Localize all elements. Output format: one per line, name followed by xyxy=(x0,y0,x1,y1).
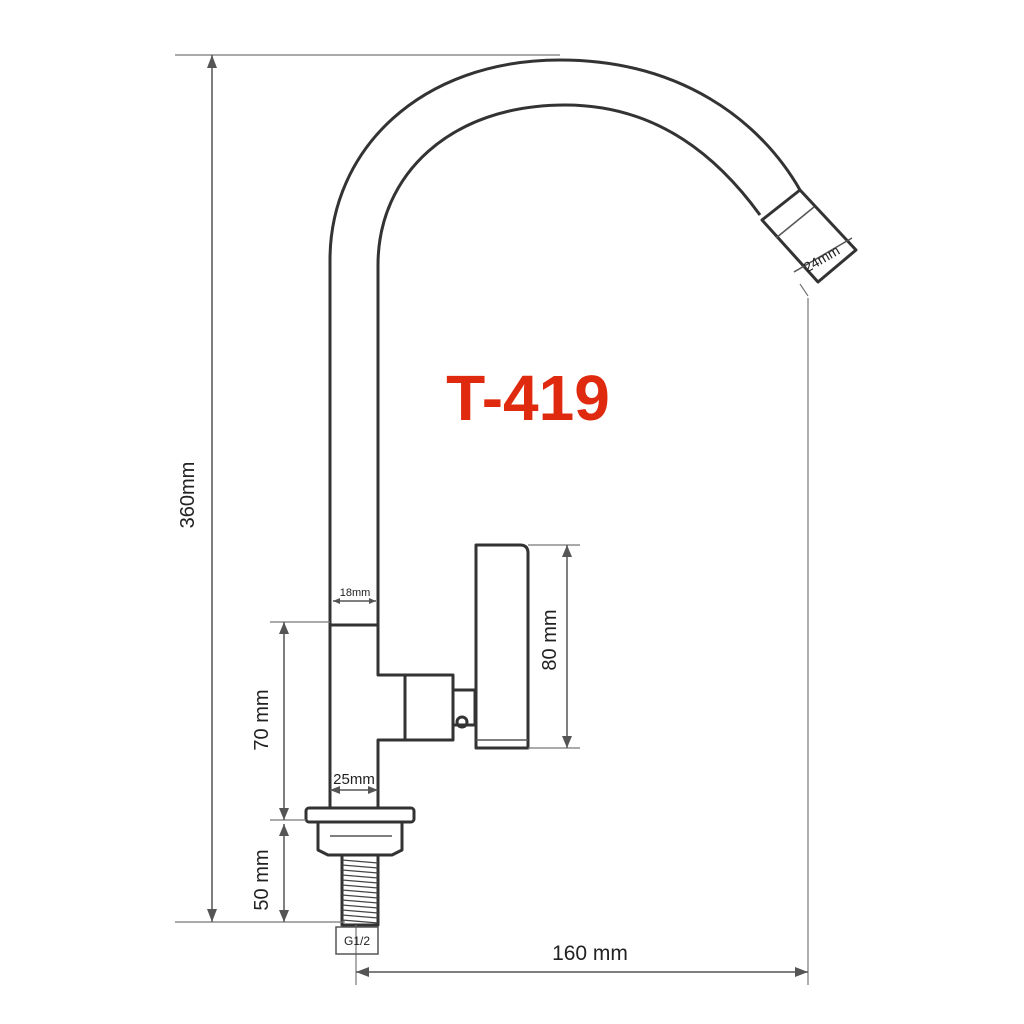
set-screw xyxy=(455,715,469,729)
lock-nut xyxy=(316,820,404,857)
spout-outer-edge xyxy=(328,58,802,625)
thread-line xyxy=(341,894,379,899)
dimension-thread-size: G1/2 xyxy=(335,926,379,955)
dimension-body-width: 25mm xyxy=(330,771,378,794)
handle-height-label: 80 mm xyxy=(539,609,561,670)
thread-line xyxy=(341,889,379,894)
thread-line xyxy=(341,919,379,924)
tube-diameter-label: 18mm xyxy=(340,587,371,599)
thread-line xyxy=(341,859,379,864)
thread-line xyxy=(341,909,379,914)
shank-length-label: 50 mm xyxy=(251,849,273,910)
dimension-total-height: 360mm xyxy=(175,54,560,923)
dimension-spout-reach: 160 mm xyxy=(355,298,809,985)
spout-reach-label: 160 mm xyxy=(552,942,628,965)
model-label: T-419 xyxy=(446,362,610,434)
thread-line xyxy=(341,914,379,919)
thread-line xyxy=(341,904,379,909)
total-height-label: 360mm xyxy=(177,462,199,529)
spout-inner-edge xyxy=(376,103,762,625)
thread-line xyxy=(341,884,379,889)
thread-line xyxy=(341,899,379,904)
shank-threads xyxy=(341,859,379,924)
thread-line xyxy=(341,874,379,879)
thread-size-label: G1/2 xyxy=(344,934,370,948)
valve-body-height-label: 70 mm xyxy=(251,689,273,750)
aerator-tip xyxy=(760,188,858,284)
lever-handle xyxy=(474,543,530,750)
thread-line xyxy=(341,869,379,874)
dimension-valve-body-height: 70 mm xyxy=(251,621,330,821)
thread-line xyxy=(341,879,379,884)
dimension-aerator-diameter: 24mm xyxy=(793,237,853,297)
dimension-handle-height: 80 mm xyxy=(528,544,580,749)
dimension-shank-length: 50 mm xyxy=(251,824,289,922)
mounting-flange xyxy=(304,806,416,824)
aerator-diameter-label: 24mm xyxy=(801,242,843,275)
dimension-tube-diameter: 18mm xyxy=(333,587,376,604)
thread-line xyxy=(341,864,379,869)
aerator-ring xyxy=(775,206,815,239)
handle-connector xyxy=(403,673,455,742)
body-width-label: 25mm xyxy=(333,771,375,788)
faucet-outline xyxy=(304,58,858,927)
